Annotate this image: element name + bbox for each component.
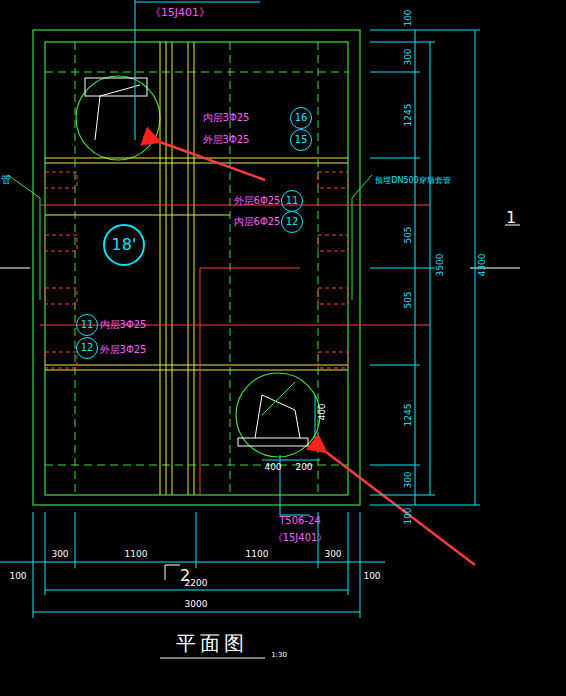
dimension-text: 管 xyxy=(1,175,11,185)
callout-number: 12 xyxy=(81,343,94,353)
dimension-text: 100 xyxy=(404,507,413,524)
dimension-text: T506-24 xyxy=(279,516,321,526)
dimension-text: 100 xyxy=(363,572,380,581)
dimension-text: 1 xyxy=(506,210,516,226)
callout-circle: 16 xyxy=(290,107,312,129)
dimension-text: 505 xyxy=(404,226,413,243)
dimension-text: 1245 xyxy=(404,404,413,427)
drawing-title: 平面图 xyxy=(176,633,248,653)
dimension-text: 100 xyxy=(404,9,413,26)
dimension-text: 外层6Φ25 xyxy=(234,196,281,206)
dimension-text: 1:30 xyxy=(271,652,287,659)
dimension-text: 1100 xyxy=(246,550,269,559)
callout-number: 18' xyxy=(112,237,137,253)
dimension-text: 3500 xyxy=(436,254,445,277)
dimension-text: 外层3Φ25 xyxy=(203,135,250,145)
callout-number: 15 xyxy=(295,135,308,145)
dimension-text: 内层3Φ25 xyxy=(203,113,250,123)
dimension-text: 505 xyxy=(404,291,413,308)
callout-circle: 18' xyxy=(103,224,145,266)
dimension-text: 3000 xyxy=(185,600,208,609)
dimension-text: 2200 xyxy=(185,579,208,588)
callout-circle: 11 xyxy=(76,314,98,336)
dimension-text: 400 xyxy=(318,403,327,420)
dimension-text: 外层3Φ25 xyxy=(100,345,147,355)
dimension-text: 200 xyxy=(295,463,312,472)
callout-circle: 15 xyxy=(290,129,312,151)
dimension-text: 300 xyxy=(51,550,68,559)
dimension-text: 100 xyxy=(9,572,26,581)
callout-number: 12 xyxy=(286,217,299,227)
dimension-text: 4300 xyxy=(478,254,487,277)
dimension-text: 预埋DN500穿墙套管 xyxy=(375,177,450,185)
dimension-text: 内层3Φ25 xyxy=(100,320,147,330)
callout-number: 11 xyxy=(286,196,299,206)
dimension-text: 400 xyxy=(264,463,281,472)
dimension-text: 《15J401》 xyxy=(273,533,328,543)
callout-circle: 12 xyxy=(281,211,303,233)
callout-number: 16 xyxy=(295,113,308,123)
dimension-text: 1245 xyxy=(404,104,413,127)
dimension-text: 300 xyxy=(404,471,413,488)
dimension-text: 300 xyxy=(324,550,341,559)
dimension-text: 1100 xyxy=(125,550,148,559)
dimension-text: 内层6Φ25 xyxy=(234,217,281,227)
dimension-text: 300 xyxy=(404,48,413,65)
callout-circle: 12 xyxy=(76,337,98,359)
dimension-text: 《15J401》 xyxy=(150,7,210,18)
callout-circle: 11 xyxy=(281,190,303,212)
callout-number: 11 xyxy=(81,320,94,330)
